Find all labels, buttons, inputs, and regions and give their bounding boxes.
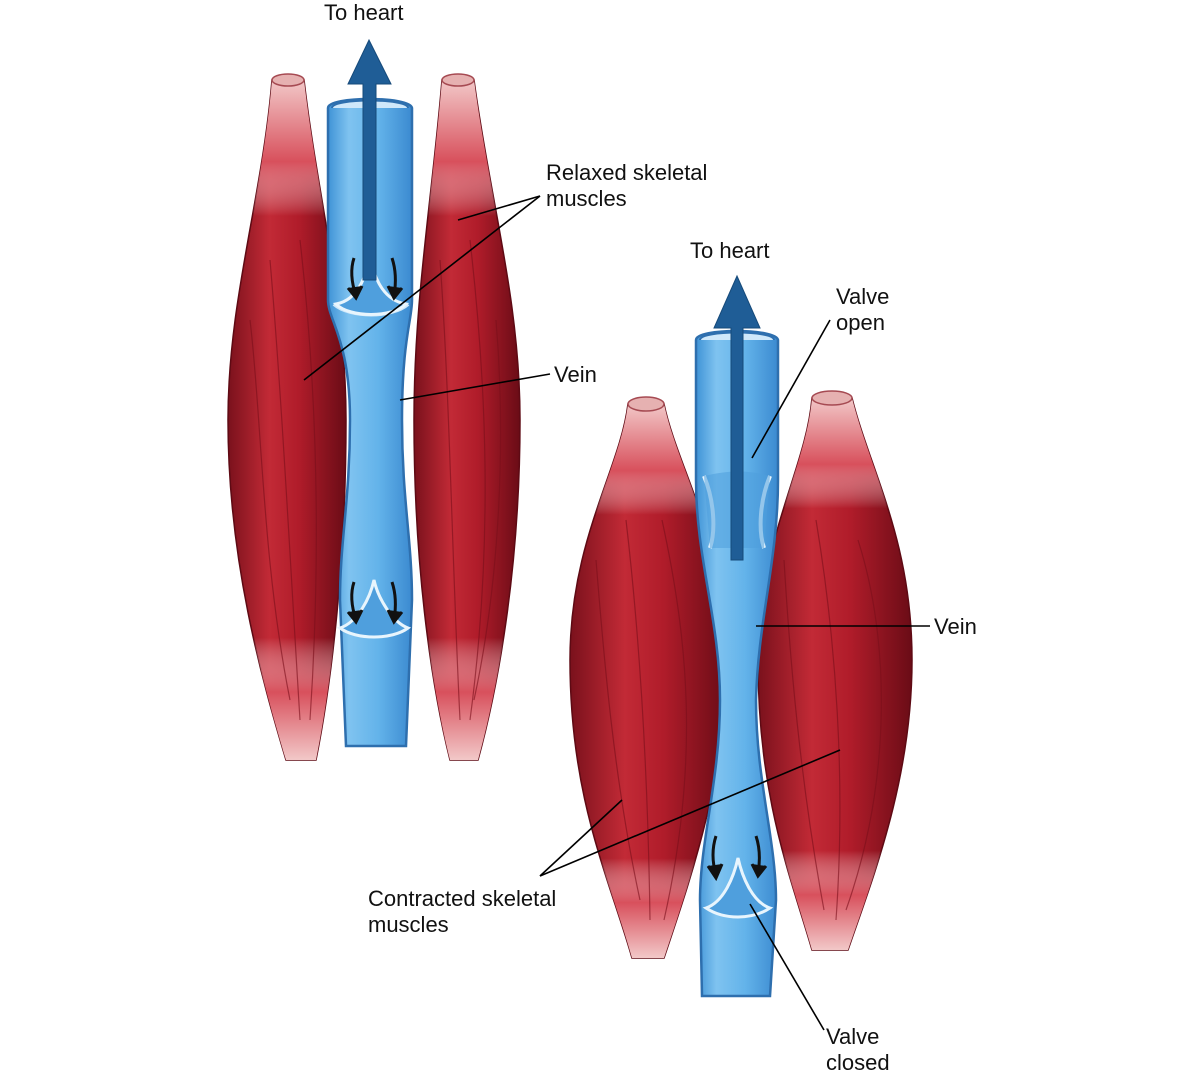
relaxed-muscles-label-line1: Relaxed skeletal — [546, 160, 708, 185]
contracted-vein — [694, 329, 780, 998]
relaxed-to-heart-arrow — [347, 38, 392, 281]
contracted-leader-lines — [539, 319, 930, 1031]
relaxed-upper-valve-flow-arrows — [346, 257, 404, 301]
contracted-lower-valve-flow-arrows — [706, 835, 768, 882]
relaxed-muscles-label: Relaxed skeletal muscles — [546, 160, 707, 212]
contracted-right-muscle — [757, 390, 913, 951]
relaxed-muscles-label-line2: muscles — [546, 186, 627, 211]
relaxed-left-muscle — [227, 73, 347, 761]
contracted-left-muscle — [569, 396, 727, 959]
valve-closed-label-line1: Valve — [826, 1024, 880, 1049]
valve-open-label-line1: Valve — [836, 284, 890, 309]
contracted-muscles-label-line1: Contracted skeletal — [368, 886, 557, 911]
contracted-muscles-label-line2: muscles — [368, 912, 449, 937]
valve-closed-label-line2: closed — [826, 1050, 890, 1075]
contracted-muscles-label: Contracted skeletal muscles — [368, 886, 556, 938]
relaxed-vein-label: Vein — [554, 362, 597, 387]
valve-open-label-line2: open — [836, 310, 885, 335]
valve-closed-label: Valve closed — [826, 1024, 890, 1076]
relaxed-right-muscle — [413, 73, 521, 761]
relaxed-panel — [227, 38, 551, 761]
contracted-panel — [539, 274, 930, 1031]
relaxed-to-heart-label: To heart — [324, 0, 404, 25]
contracted-to-heart-label: To heart — [690, 238, 770, 263]
contracted-to-heart-arrow — [713, 274, 761, 561]
relaxed-leader-lines — [303, 195, 551, 401]
relaxed-lower-valve-flow-arrows — [346, 581, 404, 625]
contracted-vein-label: Vein — [934, 614, 977, 639]
valve-open-label: Valve open — [836, 284, 889, 336]
